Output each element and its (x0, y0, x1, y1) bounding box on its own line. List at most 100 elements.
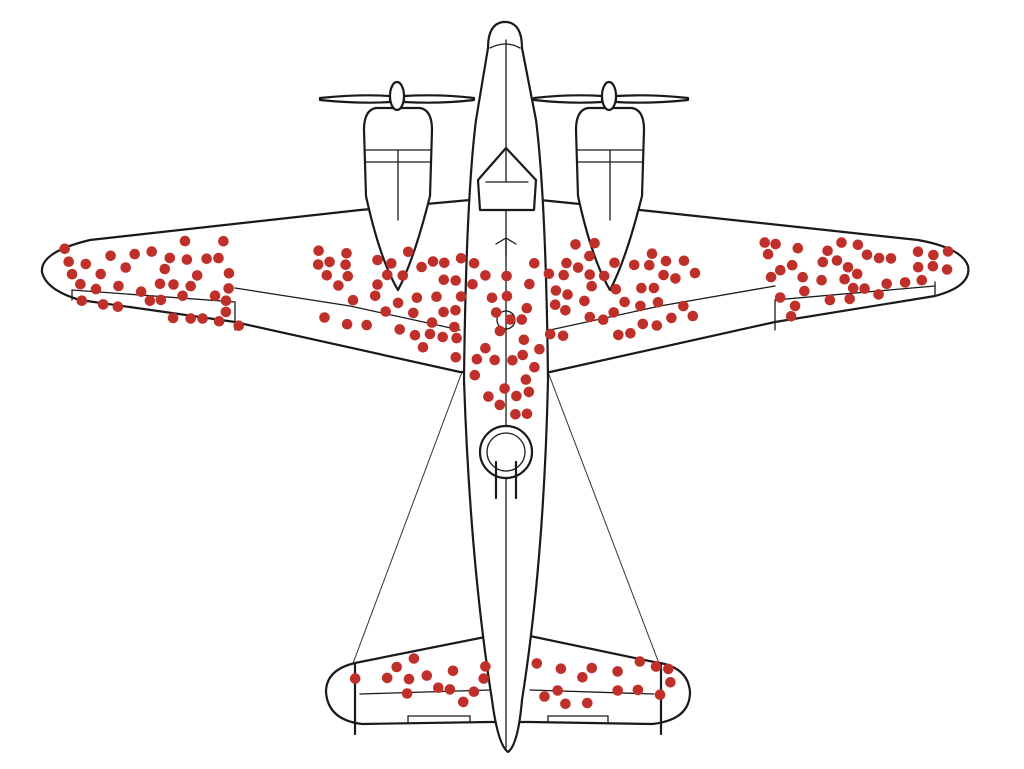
hit-marker-right-wing-inner-33 (562, 289, 573, 300)
hit-marker-left-wing-inner-17 (408, 307, 419, 319)
hit-marker-left-wing-tip-9 (220, 295, 232, 307)
canopy-frame (485, 147, 529, 183)
hit-marker-right-wing-inner-1 (557, 330, 569, 342)
right-propeller-icon (532, 80, 690, 112)
hit-marker-left-wing-inner-23 (438, 306, 449, 318)
hit-marker-right-wing-inner-26 (658, 269, 669, 281)
hit-marker-right-tailplane-1 (663, 663, 674, 675)
hit-marker-right-wing-inner-35 (584, 311, 596, 323)
hit-marker-left-wing-tip-26 (159, 263, 171, 275)
hit-marker-right-wing-inner-21 (608, 307, 619, 318)
damage-markers (59, 235, 954, 710)
hit-marker-fuselage-center-12 (501, 270, 512, 282)
hit-marker-left-wing-tip-18 (146, 246, 157, 257)
hit-marker-right-tailplane-11 (586, 662, 598, 674)
hit-marker-left-wing-tip-19 (113, 280, 124, 292)
hit-marker-left-wing-tip-21 (209, 290, 221, 302)
hit-marker-left-wing-tip-24 (223, 268, 235, 279)
hit-marker-left-tailplane-7 (447, 665, 459, 677)
hit-marker-fuselage-center-29 (489, 354, 501, 366)
hit-marker-fuselage-center-28 (480, 270, 491, 281)
hit-marker-right-wing-tip-1 (859, 283, 870, 294)
gun-turret (478, 424, 534, 480)
hit-marker-left-wing-inner-4 (347, 294, 359, 306)
hit-marker-fuselage-center-21 (523, 386, 535, 398)
hit-marker-right-wing-tip-15 (842, 262, 854, 273)
hit-marker-left-wing-tip-22 (168, 279, 179, 290)
hit-marker-left-wing-inner-5 (455, 291, 467, 302)
hit-marker-fuselage-center-13 (490, 307, 502, 318)
hit-marker-left-wing-tip-15 (154, 278, 166, 290)
hit-marker-right-tailplane-14 (582, 697, 593, 709)
nose-cone (489, 43, 521, 49)
hit-marker-left-wing-tip-36 (191, 270, 203, 281)
left-propeller-icon (318, 80, 476, 112)
hit-marker-fuselage-center-5 (516, 314, 528, 325)
hit-marker-right-wing-tip-21 (942, 246, 954, 257)
hit-marker-right-wing-inner-9 (689, 267, 701, 279)
hit-marker-left-wing-inner-32 (450, 305, 461, 316)
hit-marker-left-tailplane-5 (391, 661, 403, 673)
hit-marker-left-wing-inner-27 (361, 319, 373, 331)
hit-marker-right-wing-tip-26 (765, 271, 777, 283)
hit-marker-right-wing-tip-18 (927, 260, 939, 272)
hit-marker-fuselage-center-26 (534, 343, 545, 355)
hit-marker-fuselage-center-19 (483, 391, 494, 402)
hit-marker-fuselage-center-8 (517, 349, 528, 361)
hit-marker-right-wing-tip-28 (786, 259, 798, 271)
hit-marker-left-wing-inner-41 (333, 280, 344, 291)
hit-marker-right-wing-tip-13 (824, 294, 836, 306)
hit-marker-left-wing-tip-31 (213, 252, 224, 264)
hit-marker-left-wing-inner-10 (392, 297, 404, 309)
hit-marker-right-wing-inner-25 (584, 250, 595, 262)
hit-marker-right-wing-inner-38 (543, 268, 555, 280)
hit-marker-left-wing-inner-21 (342, 270, 354, 282)
hit-marker-left-wing-tip-5 (201, 253, 212, 264)
hit-marker-right-wing-inner-17 (572, 262, 584, 273)
hit-marker-right-wing-inner-31 (648, 282, 660, 294)
hit-marker-right-wing-inner-32 (670, 273, 681, 284)
hit-marker-fuselage-center-2 (471, 353, 483, 365)
hit-marker-right-wing-tip-19 (759, 237, 770, 248)
hit-marker-right-wing-tip-6 (831, 255, 843, 266)
hit-marker-left-wing-tip-12 (223, 283, 234, 294)
hit-marker-right-wing-tip-5 (885, 253, 897, 264)
hit-marker-right-wing-tip-31 (873, 252, 885, 264)
hit-marker-right-wing-tip-35 (912, 246, 924, 257)
hit-marker-left-wing-tip-40 (59, 243, 70, 255)
hit-marker-fuselage-center-30 (494, 325, 506, 337)
hit-marker-right-wing-inner-30 (586, 280, 597, 292)
hit-marker-fuselage-center-6 (510, 409, 521, 420)
hit-marker-fuselage-center-4 (518, 334, 530, 346)
hit-marker-left-wing-tip-23 (144, 295, 156, 307)
hit-marker-left-tailplane-14 (468, 686, 480, 697)
hit-marker-right-wing-tip-34 (836, 237, 847, 248)
hit-marker-left-wing-inner-31 (402, 246, 414, 258)
hit-marker-left-wing-tip-39 (167, 312, 179, 324)
hit-marker-right-tailplane-10 (665, 677, 676, 688)
hit-marker-right-wing-tip-16 (899, 277, 911, 288)
left-nacelle-detail (365, 149, 431, 221)
hit-marker-right-wing-tip-4 (775, 264, 786, 276)
hit-marker-fuselage-center-27 (507, 355, 518, 366)
hit-marker-left-wing-tip-25 (181, 254, 193, 265)
hit-marker-right-wing-inner-18 (610, 284, 622, 295)
hit-marker-left-tailplane-6 (349, 673, 361, 684)
hit-marker-left-wing-tip-3 (112, 301, 124, 313)
hit-marker-right-wing-inner-16 (628, 259, 640, 271)
hit-marker-left-tailplane-4 (478, 673, 490, 684)
hit-marker-right-wing-tip-12 (916, 274, 928, 286)
hit-marker-left-wing-inner-29 (312, 259, 324, 270)
hit-marker-left-tailplane-12 (381, 672, 393, 684)
hit-marker-left-wing-inner-13 (313, 245, 324, 256)
hit-marker-left-tailplane-13 (421, 670, 433, 681)
hit-marker-left-tailplane-1 (401, 688, 413, 699)
hit-marker-left-wing-tip-2 (185, 280, 196, 292)
hit-marker-fuselage-center-14 (529, 258, 540, 269)
hit-marker-right-wing-tip-36 (941, 264, 953, 275)
hit-marker-fuselage-center-16 (494, 399, 506, 411)
hit-marker-left-wing-inner-19 (417, 342, 429, 353)
hit-marker-fuselage-center-10 (469, 369, 481, 381)
hit-marker-right-wing-inner-36 (651, 320, 663, 331)
hit-marker-left-tailplane-8 (480, 661, 491, 672)
